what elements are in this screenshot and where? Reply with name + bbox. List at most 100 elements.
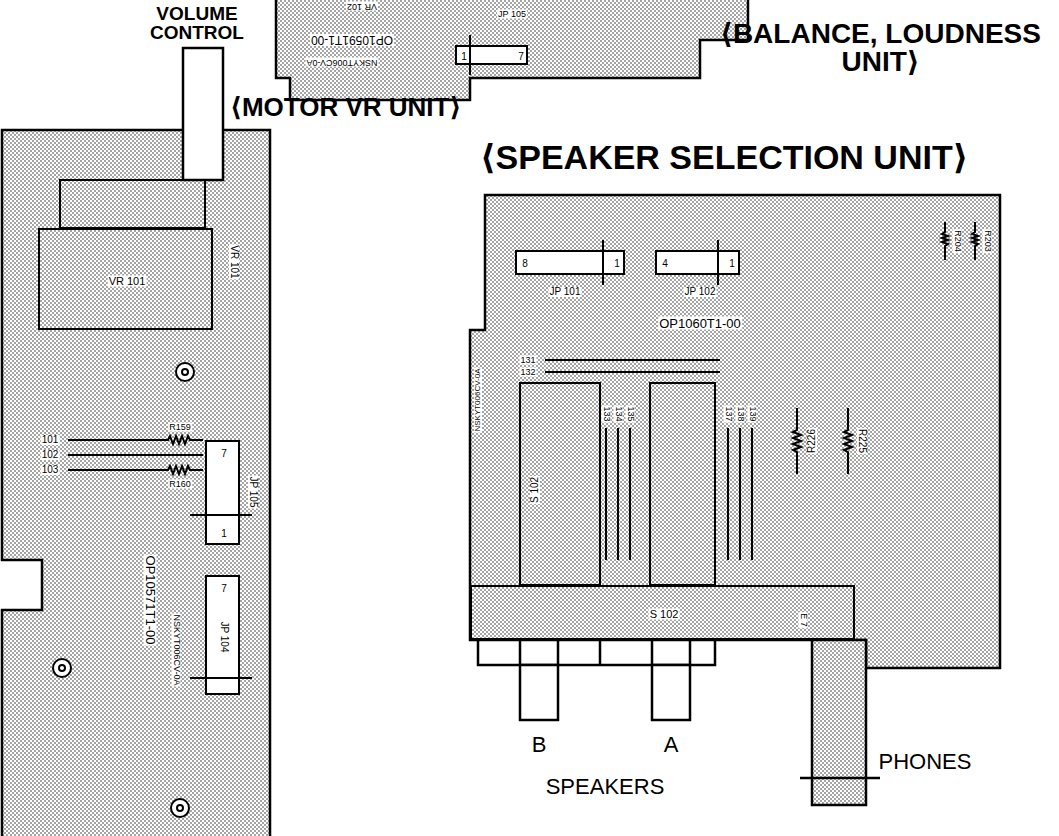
wire-jumper [545,371,720,373]
speaker-label: B [532,734,547,756]
output-label: SPEAKERS [546,776,665,798]
connector-block: 81 [515,250,625,275]
resistor-symbol [942,222,948,260]
switch-lever [520,665,558,720]
pin-label: 8 [521,259,529,269]
part-label: JP 105 [248,476,258,509]
wire-jumper [629,428,631,560]
control-label: VOLUME CONTROL [142,4,252,42]
callout-number: 103 [41,465,60,475]
callout-number: 102 [41,450,60,460]
volume-shaft [183,48,223,180]
speaker-label: A [664,734,679,756]
mounting-hole [171,799,189,817]
board-code: OP10571T1-00 [144,555,157,646]
board-code: NSKYT006CV-0A [305,58,378,67]
pot-body [60,180,205,228]
volume-shaft [183,48,223,180]
pin-label: 1 [460,52,468,62]
unit-heading: ⟨MOTOR VR UNIT⟩ [230,94,461,120]
phone-jack [800,640,880,805]
mounting-hole [53,363,194,817]
wire-jumper [727,428,729,560]
connector-block: 71 [205,440,240,545]
pin-label: 1 [220,529,228,539]
output-label: PHONES [879,751,972,773]
pin-label: JP 104 [219,621,229,654]
callout-number: 139 [748,405,757,422]
wire-jumper [751,428,753,560]
phone-jack [812,640,866,805]
part-label: R159 [168,423,192,432]
part-label: JP 102 [684,287,717,297]
wire-jumper [617,428,619,560]
callout-number: 134 [614,405,623,422]
part-label: R204 [953,229,962,253]
switch-lever [652,665,690,720]
connector-pin-line [469,35,471,75]
part-label: E 7 [799,612,808,628]
wire-jumper [545,359,720,361]
mounting-hole [59,665,65,671]
switch-body [520,383,715,585]
switch-lever [478,640,715,720]
slide-switch: S 102 [470,585,855,640]
pin-label: VR 101 [108,276,147,287]
callout-number: 101 [41,435,60,445]
circuit-board: ⟨MOTOR VR UNIT⟩VR 101717JP 104 [2,130,270,836]
connector-pin-line [717,240,719,285]
board-fill [276,0,748,100]
part-label: R225 [857,428,867,454]
pin-label: 1 [728,259,736,269]
board-code: NSKYT006CV-0A [172,613,181,686]
wire-jumper [68,436,203,474]
part-label: R160 [168,480,192,489]
board-edge [276,0,748,100]
mounting-hole [182,369,188,375]
wire-jumper [68,466,203,474]
connector-pin-line [190,677,252,679]
pin-label: S 102 [649,609,680,620]
callout-number: 137 [724,405,733,422]
mounting-hole [53,659,71,677]
board-code: NSKYT006CV-0A [474,367,482,432]
resistor-symbol [793,408,801,474]
part-label: JP 101 [549,287,582,297]
callout-number: 131 [519,356,536,365]
wire-jumper [545,360,752,560]
pin-label: 4 [661,259,669,269]
phone-jack [800,777,880,780]
callout-number: 138 [736,405,745,422]
part-label: VR 102 [346,2,378,11]
switch-lever [478,640,715,665]
resistor-symbol [972,222,978,260]
mounting-hole [177,805,183,811]
wire-jumper [68,454,203,456]
connector-pin-line [190,514,252,516]
part-label: R203 [983,229,992,253]
part-label: JP 105 [497,10,527,19]
board-code: OP1060T1-00 [658,317,742,330]
connector-pin-line [602,240,604,285]
unit-heading: ⟨BALANCE, LOUDNESS UNIT⟩ [708,20,1053,76]
wire-jumper [68,436,203,444]
pin-label: 7 [517,52,525,62]
part-label: S 102 [530,476,540,504]
connector-block: 17 [455,45,528,65]
pin-label: 7 [220,449,228,459]
board-edge [470,195,1000,668]
pin-label: 7 [220,584,228,594]
switch-lever [520,640,690,665]
circuit-board: ⟨SPEAKER SELECTION UNIT⟩8141S 102 [470,195,1000,668]
volume-pot: VR 101 [38,228,213,330]
resistor-symbol [844,408,852,474]
callout-number: 133 [602,405,611,422]
unit-heading: ⟨SPEAKER SELECTION UNIT⟩ [480,140,968,174]
board-fill [2,130,270,836]
wire-jumper [739,428,741,560]
switch-body [520,383,600,585]
callout-number: 135 [626,405,635,422]
mounting-hole [176,363,194,381]
part-label: R226 [807,428,817,454]
